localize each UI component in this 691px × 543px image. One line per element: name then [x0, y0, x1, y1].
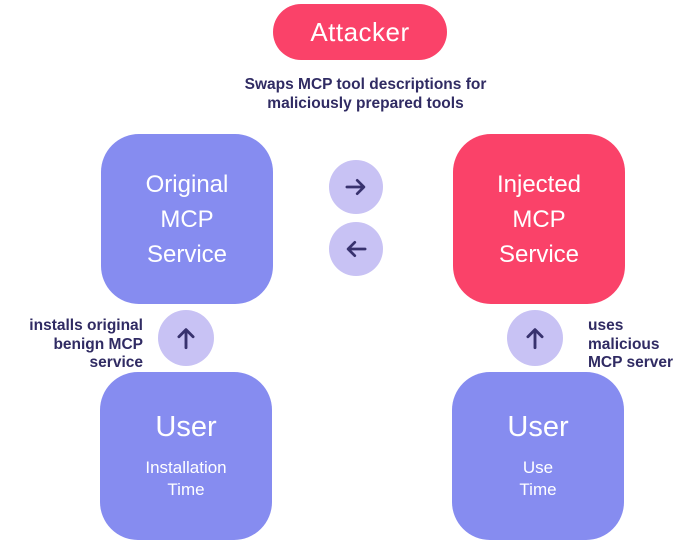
arrow-left-icon [346, 240, 367, 258]
original-mcp-service-node: Original MCP Service [101, 134, 273, 304]
injected-service-line1: Injected [496, 170, 582, 198]
original-service-line2: MCP [160, 205, 214, 233]
use-note-line2: MCP server [588, 354, 674, 371]
arrow-right-icon [345, 178, 366, 196]
injected-mcp-service-node: Injected MCP Service [453, 134, 625, 304]
user-installation-node: User Installation Time [100, 372, 272, 540]
install-connector [158, 310, 214, 366]
swap-right-connector [329, 160, 383, 214]
user-installation-title: User [155, 411, 217, 443]
original-service-line1: Original [145, 170, 229, 198]
attack-description: Swaps MCP tool descriptions for maliciou… [240, 76, 491, 113]
install-note: installs original benign MCP service [0, 317, 143, 373]
attack-description-line2: maliciously prepared tools [267, 94, 464, 112]
user-installation-sub-line2: Time [167, 480, 205, 499]
user-use-node: User Use Time [452, 372, 624, 540]
arrow-up-icon [177, 328, 195, 350]
install-note-line2: benign MCP service [53, 335, 143, 372]
use-note: uses malicious MCP server [588, 317, 691, 373]
use-note-line1: uses malicious [588, 317, 660, 353]
use-connector [507, 310, 563, 366]
user-use-sub-line1: Use [522, 458, 554, 477]
install-note-line1: installs original [29, 317, 143, 334]
user-installation-sub-line1: Installation [145, 458, 227, 477]
attack-description-line1: Swaps MCP tool descriptions for [244, 76, 487, 93]
user-use-sub-line2: Time [519, 480, 557, 499]
swap-left-connector [329, 222, 383, 276]
original-service-line3: Service [146, 240, 228, 268]
attacker-node: Attacker [273, 4, 447, 60]
user-use-title: User [507, 411, 569, 443]
injected-service-line2: MCP [512, 205, 566, 233]
attacker-label: Attacker [310, 16, 410, 47]
arrow-up-icon [526, 328, 544, 350]
injected-service-line3: Service [498, 240, 580, 268]
